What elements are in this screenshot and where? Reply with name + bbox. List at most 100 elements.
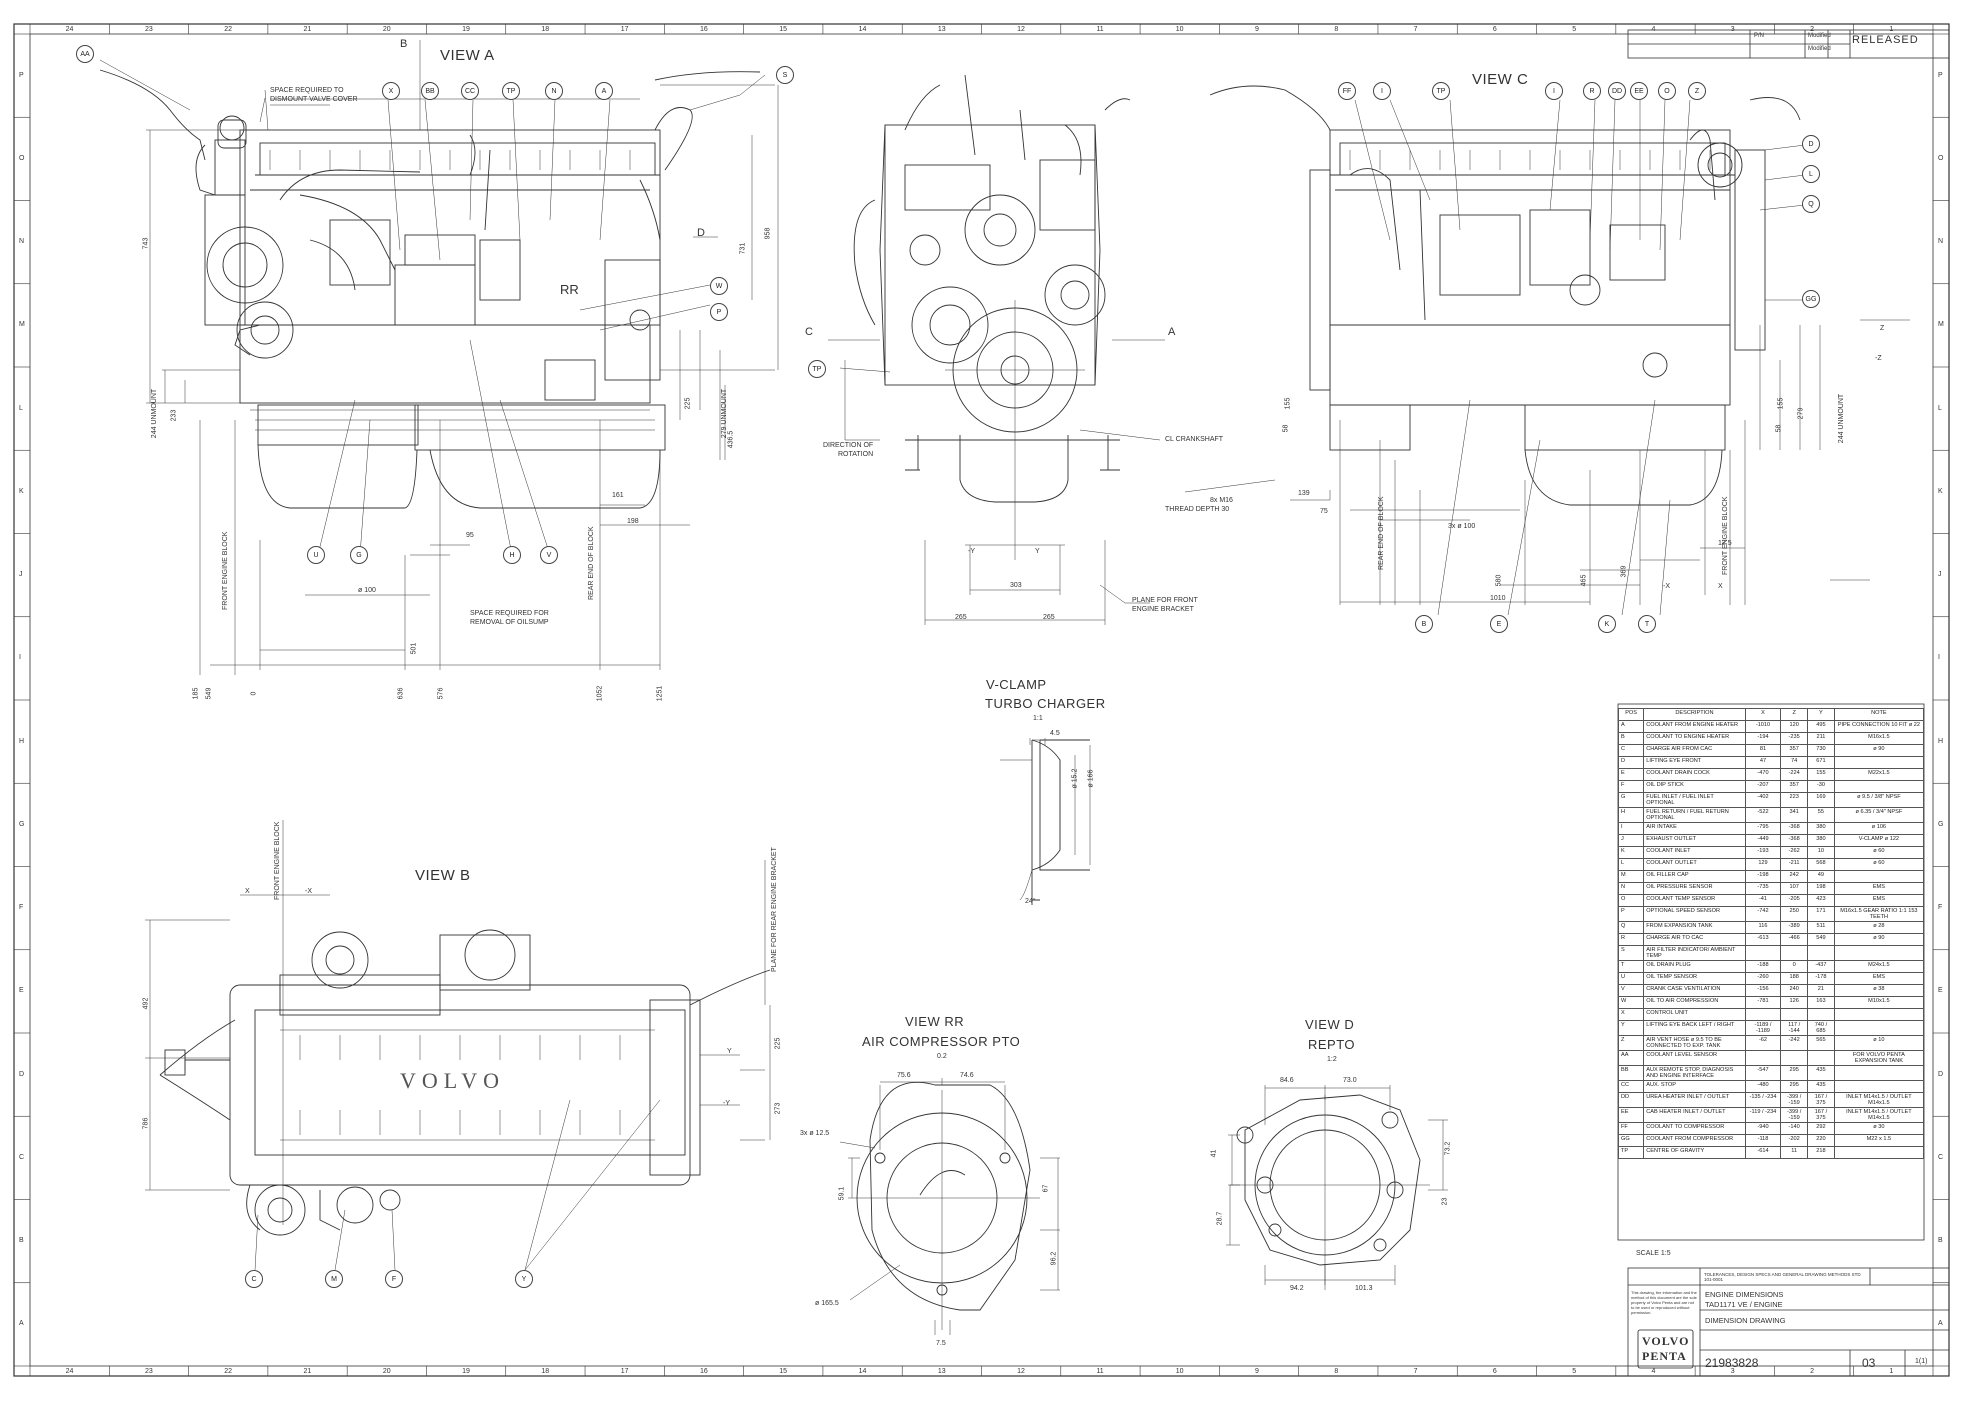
table-cell: ø 90 [1833, 744, 1925, 757]
table-cell: F [1617, 780, 1645, 793]
b-axis-ny: -Y [723, 1100, 730, 1107]
front-block-label-b: FRONT ENGINE BLOCK [274, 821, 281, 900]
table-cell: P [1617, 906, 1645, 922]
balloon-o: O [1658, 82, 1676, 100]
table-cell: 565 [1807, 1035, 1835, 1051]
view-b-engine [159, 929, 771, 1236]
table-cell: COOLANT FROM COMPRESSOR [1643, 1134, 1746, 1147]
table-cell: 116 [1744, 921, 1782, 934]
table-cell: -368 [1780, 834, 1809, 847]
table-cell: 218 [1807, 1146, 1835, 1159]
table-cell: 10 [1807, 846, 1835, 859]
sheet-number: 1(1) [1915, 1358, 1928, 1365]
table-cell: -470 [1744, 768, 1782, 781]
ruler-col-bottom: 23 [144, 1368, 153, 1375]
table-cell: S [1617, 945, 1645, 961]
ruler-col-bottom: 17 [620, 1368, 629, 1375]
ruler-row-left: L [19, 404, 23, 412]
ruler-col-top: 4 [1651, 26, 1656, 33]
table-cell: 220 [1807, 1134, 1835, 1147]
balloon-m: M [325, 1270, 343, 1288]
table-cell: 380 [1807, 822, 1835, 835]
view-b-title: VIEW B [415, 867, 471, 884]
table-cell [1780, 1050, 1809, 1066]
table-cell: COOLANT TO COMPRESSOR [1643, 1122, 1746, 1135]
table-cell: 295 [1780, 1065, 1809, 1081]
plane-rear-label: PLANE FOR REAR ENGINE BRACKET [771, 847, 778, 972]
ruler-col-bottom: 20 [382, 1368, 391, 1375]
balloon-s: S [776, 66, 794, 84]
view-c-engine [1209, 85, 1801, 506]
table-cell: OIL DRAIN PLUG [1643, 960, 1746, 973]
front-dir-a: A [1168, 326, 1176, 338]
ruler-col-top: 13 [937, 26, 946, 33]
balloon-dd: DD [1608, 82, 1626, 100]
table-cell: V-CLAMP ø 122 [1833, 834, 1925, 847]
ruler-row-right: O [1938, 154, 1944, 162]
dim-501: 501 [410, 642, 418, 655]
ruler-row-left: E [19, 987, 24, 995]
table-cell [1833, 756, 1925, 769]
ruler-row-right: A [1938, 1320, 1943, 1328]
ruler-col-bottom: 21 [303, 1368, 312, 1375]
table-cell: 0 [1780, 960, 1809, 973]
table-cell: 423 [1807, 894, 1835, 907]
ruler-col-top: 11 [1096, 26, 1104, 33]
balloon-r: R [1583, 82, 1601, 100]
table-header-cell: Z [1780, 708, 1809, 721]
scale-note: SCALE 1:5 [1636, 1250, 1671, 1257]
dim-225: 225 [684, 397, 692, 410]
table-cell: AIR FILTER INDICATOR/ AMBIENT TEMP [1643, 945, 1746, 961]
dim-465: 465 [1580, 574, 1588, 587]
table-cell: OIL PRESSURE SENSOR [1643, 882, 1746, 895]
table-cell: EE [1617, 1107, 1645, 1123]
table-cell: 357 [1780, 744, 1809, 757]
table-cell: -207 [1744, 780, 1782, 793]
table-cell: -437 [1807, 960, 1835, 973]
table-cell: 671 [1807, 756, 1835, 769]
dim-58-left: 58 [1282, 424, 1290, 433]
ruler-col-bottom: 14 [858, 1368, 867, 1375]
table-cell: 240 [1780, 984, 1809, 997]
table-cell: EXHAUST OUTLET [1643, 834, 1746, 847]
pn-modified-2: Modified [1808, 46, 1831, 52]
table-cell: COOLANT TEMP SENSOR [1643, 894, 1746, 907]
table-cell: CAB HEATER INLET / OUTLET [1643, 1107, 1746, 1123]
table-cell [1744, 1008, 1782, 1021]
ruler-col-bottom: 1 [1889, 1368, 1894, 1375]
dim-265-right: 265 [1043, 614, 1055, 621]
balloon-cc: CC [461, 82, 479, 100]
d-dim-73-2: 73.2 [1444, 1141, 1452, 1156]
table-cell: -522 [1744, 807, 1782, 823]
table-cell: AA [1617, 1050, 1645, 1066]
balloon-a: A [595, 82, 613, 100]
volvo-engine-lettering: VOLVO [400, 1068, 505, 1093]
thread-note-2: THREAD DEPTH 30 [1165, 506, 1230, 513]
table-cell: C [1617, 744, 1645, 757]
table-cell: -156 [1744, 984, 1782, 997]
table-cell: 250 [1780, 906, 1809, 922]
front-block-label-a: FRONT ENGINE BLOCK [222, 531, 229, 610]
plane-front-note-1: PLANE FOR FRONT [1132, 597, 1198, 604]
brand-volvo: VOLVO [1642, 1334, 1690, 1348]
table-cell: -205 [1780, 894, 1809, 907]
balloon-i: I [1545, 82, 1563, 100]
ruler-col-bottom: 6 [1492, 1368, 1497, 1375]
vclamp-dim-166: ø 166 [1087, 769, 1095, 788]
table-cell: M [1617, 870, 1645, 883]
table-cell: 568 [1807, 858, 1835, 871]
table-cell: ø 38 [1833, 984, 1925, 997]
table-cell: A [1617, 720, 1645, 733]
ruler-col-top: 14 [858, 26, 867, 33]
balloon-l: L [1802, 165, 1820, 183]
d-dim-23: 23 [1441, 1197, 1449, 1206]
